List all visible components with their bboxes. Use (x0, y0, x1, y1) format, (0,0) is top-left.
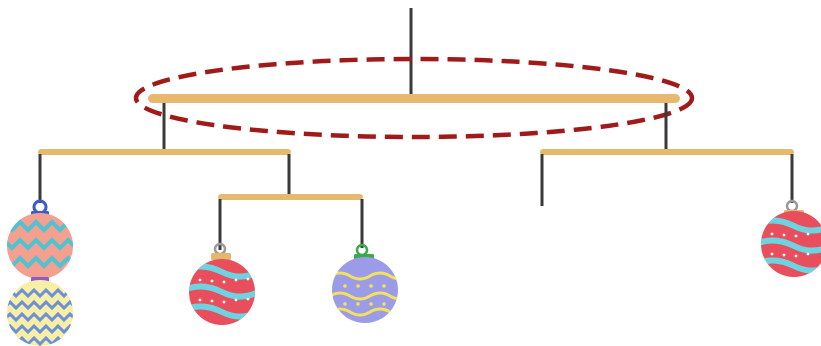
sub-rod (218, 194, 363, 200)
left-rod (38, 149, 291, 155)
ornament-salmon-zigzag (7, 199, 73, 279)
ornament-purple-waves (332, 243, 398, 323)
highlight-ellipse (133, 56, 695, 140)
right-rod (540, 149, 794, 155)
ornament-red-stripes-right (761, 199, 821, 277)
top-rod (148, 94, 680, 103)
ornament-yellow-zigzag (7, 277, 73, 346)
ornament-red-stripes-left (189, 242, 255, 325)
